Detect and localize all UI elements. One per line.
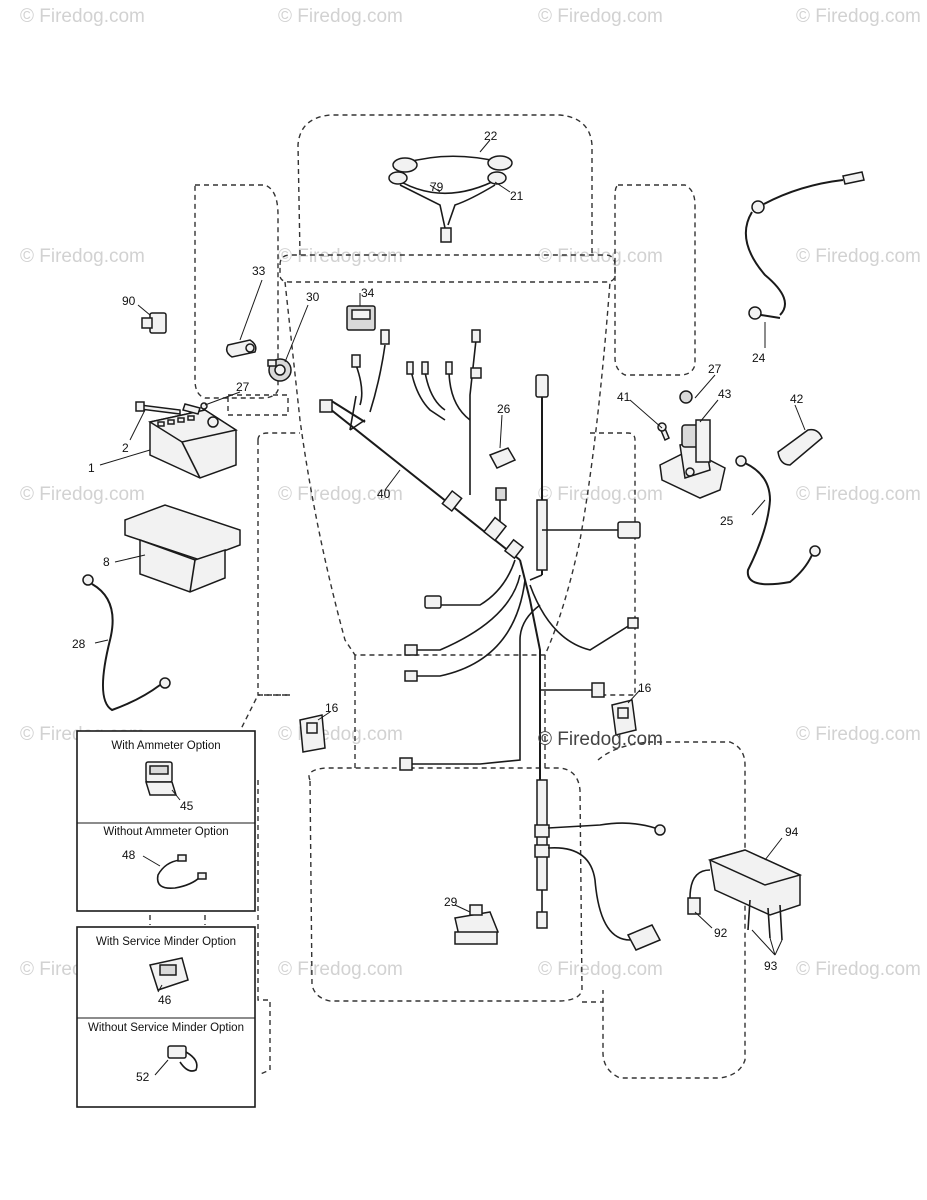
part-number-p40: 40 — [377, 487, 391, 501]
part-number-p22: 22 — [484, 129, 498, 143]
wiring-harness-part — [319, 329, 666, 941]
part-number-labels: 22 79 21 33 34 30 90 24 27 27 41 43 42 2… — [72, 129, 804, 973]
service-minder-option-box: With Service Minder Option 46 Without Se… — [76, 926, 256, 1108]
watermark: © Firedog.com — [278, 246, 403, 267]
watermark: © Firedog.com — [538, 484, 663, 505]
tractor-outline — [149, 114, 746, 1079]
ignition-switch-part — [267, 358, 292, 382]
part-number-p25: 25 — [720, 514, 734, 528]
watermark: © Firedog.com — [538, 246, 663, 267]
relay-part — [488, 447, 517, 469]
watermark: © Firedog.com — [278, 484, 403, 505]
watermark: © Firedog.com — [20, 484, 145, 505]
watermark: © Firedog.com — [538, 6, 663, 27]
starter-solenoid-part — [657, 390, 726, 499]
part-number-p45: 45 — [180, 799, 194, 813]
watermark: © Firedog.com — [796, 246, 921, 267]
part-number-p52: 52 — [136, 1070, 150, 1084]
battery-cable-part — [744, 171, 865, 320]
ammeter-option-box: With Ammeter Option 45 Without Ammeter O… — [76, 730, 256, 912]
pto-switch-part — [454, 904, 500, 945]
part-number-p92: 92 — [714, 926, 728, 940]
part-number-p43: 43 — [718, 387, 732, 401]
battery-tray-part — [124, 504, 241, 593]
part-number-p27b: 27 — [708, 362, 722, 376]
center-watermark: © Firedog.com — [538, 729, 663, 750]
part-number-p24: 24 — [752, 351, 766, 365]
service-minder-part — [149, 957, 189, 991]
part-number-p33: 33 — [252, 264, 266, 278]
watermark: © Firedog.com — [20, 6, 145, 27]
ammeter-part — [144, 761, 178, 796]
interlock-module-part — [687, 849, 803, 941]
terminal-boot-part — [777, 428, 823, 466]
part-number-p30: 30 — [306, 290, 320, 304]
part-number-p8: 8 — [103, 555, 110, 569]
watermark: © Firedog.com — [278, 724, 403, 745]
part-number-p48: 48 — [122, 848, 136, 862]
part-number-p26: 26 — [497, 402, 511, 416]
switch-part — [626, 924, 662, 951]
part-number-p16b: 16 — [325, 701, 339, 715]
watermark: © Firedog.com — [796, 484, 921, 505]
seat-switch-part — [299, 699, 637, 753]
watermark: © Firedog.com — [796, 724, 921, 745]
part-number-p29: 29 — [444, 895, 458, 909]
part-number-p93: 93 — [764, 959, 778, 973]
part-number-p1: 1 — [88, 461, 95, 475]
watermark: © Firedog.com — [538, 959, 663, 980]
leader-lines — [94, 139, 806, 956]
part-number-p21: 21 — [510, 189, 524, 203]
part-number-p42: 42 — [790, 392, 804, 406]
with-ammeter-label: With Ammeter Option — [111, 740, 220, 752]
part-number-p90: 90 — [122, 294, 136, 308]
battery-part — [135, 401, 238, 479]
ground-cable-part — [82, 574, 171, 712]
part-number-p79: 79 — [430, 180, 444, 194]
jumper-connector-part — [167, 1045, 198, 1072]
part-number-p46: 46 — [158, 993, 172, 1007]
part-number-p2: 2 — [122, 441, 129, 455]
watermark: © Firedog.com — [278, 6, 403, 27]
jumper-wire-part — [156, 854, 207, 890]
starter-cable-part — [735, 455, 821, 586]
part-number-p34: 34 — [361, 286, 375, 300]
rocker-switch-part — [346, 305, 376, 331]
without-ammeter-label: Without Ammeter Option — [103, 826, 228, 838]
watermark: © Firedog.com — [796, 959, 921, 980]
watermark: © Firedog.com — [796, 6, 921, 27]
part-number-p16a: 16 — [638, 681, 652, 695]
toggle-switch-part — [141, 312, 167, 334]
part-number-p41: 41 — [617, 390, 631, 404]
part-number-p27a: 27 — [236, 380, 250, 394]
without-service-minder-label: Without Service Minder Option — [88, 1022, 244, 1034]
ignition-key-part — [225, 339, 257, 358]
with-service-minder-label: With Service Minder Option — [96, 936, 236, 948]
watermark: © Firedog.com — [278, 959, 403, 980]
part-number-p28: 28 — [72, 637, 86, 651]
part-number-p94: 94 — [785, 825, 799, 839]
watermark: © Firedog.com — [20, 246, 145, 267]
headlight-assembly — [388, 155, 513, 243]
